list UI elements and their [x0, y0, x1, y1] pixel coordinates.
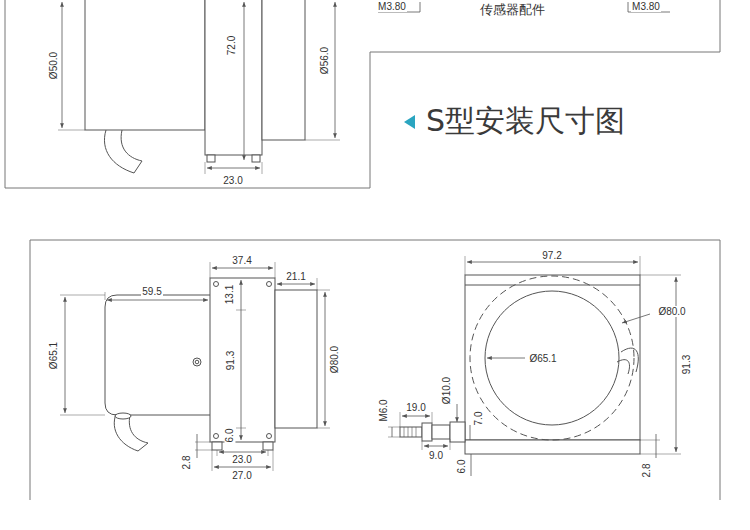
dimension-label: Ø80.0 — [330, 344, 341, 373]
dimension-label: 27.0 — [231, 470, 252, 481]
dimension-label: 9.0 — [428, 450, 444, 461]
dimension-label: 37.4 — [231, 255, 252, 266]
panel-frame — [30, 240, 720, 500]
diagram-title: S型安装尺寸图 — [426, 104, 625, 137]
dimension-label: Ø56.0 — [320, 45, 331, 74]
dimension-label: 2.8 — [642, 462, 653, 478]
dimension-label: Ø10.0 — [442, 375, 453, 404]
dimension-label: Ø65.1 — [528, 353, 557, 364]
dimension-label: M6.0 — [377, 398, 388, 422]
sensor-top-view — [400, 275, 640, 454]
dimension-label: Ø65.1 — [49, 340, 60, 369]
dimension-label: 91.3 — [682, 353, 693, 374]
dimension-label: 19.0 — [405, 402, 426, 413]
dimension-label: 6.0 — [457, 458, 468, 474]
dimension-lines — [58, 2, 670, 174]
dimension-label: 6.0 — [225, 427, 236, 443]
dimension-label: 97.2 — [541, 250, 562, 261]
dimension-lines — [60, 262, 330, 471]
sensor-front-view — [105, 278, 317, 451]
dimension-label: 59.5 — [141, 286, 162, 297]
dimension-lines — [388, 256, 681, 476]
title-marker — [404, 115, 415, 129]
dimension-label: M3.80 — [377, 1, 407, 12]
dimension-label: 传感器配件 — [479, 3, 546, 17]
dimension-label: 7.0 — [474, 410, 485, 426]
dimension-label: 23.0 — [231, 454, 252, 465]
dimension-label: 23.0 — [222, 175, 243, 186]
dimension-label: 91.3 — [226, 349, 237, 370]
dimension-label: Ø50.0 — [49, 50, 60, 79]
dimension-label: 2.8 — [182, 454, 193, 470]
dimension-label: Ø80.0 — [657, 306, 686, 317]
dimension-label: 72.0 — [227, 34, 238, 55]
dimension-label: 13.1 — [225, 283, 236, 304]
dimension-label: 21.1 — [285, 271, 306, 282]
sensor-side-view — [85, 0, 305, 173]
dimension-label: M3.80 — [631, 1, 661, 12]
